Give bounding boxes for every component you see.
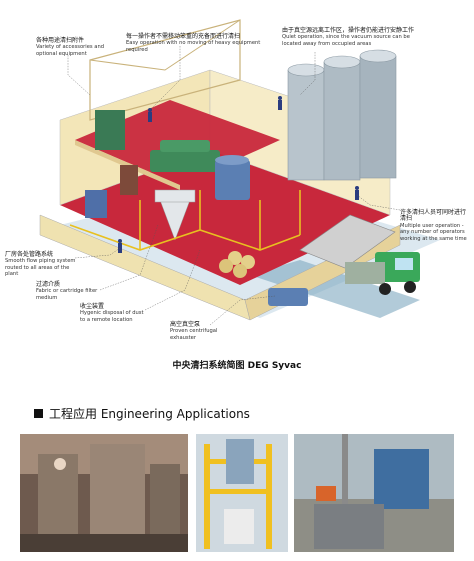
photo-outdoor-unit [294, 434, 454, 552]
callout-zh: 收尘装置 [80, 303, 105, 310]
callout-zh: 各种用途清扫附件 [36, 37, 85, 44]
section-heading: 工程应用 Engineering Applications [34, 405, 250, 422]
callout-multiple-users: 许多清扫人员可同时进行清扫 Multiple user operation - … [400, 209, 470, 242]
silo-group [287, 49, 397, 181]
callout-en: Easy operation with no moving of heavy e… [126, 40, 261, 53]
exhauster-unit [268, 288, 308, 306]
callout-lines [67, 46, 401, 326]
callout-en: Hygenic disposal of dust to a remote loc… [80, 310, 144, 323]
building-cutaway-illustration [39, 19, 440, 326]
callout-dust-disposal: 收尘装置 Hygenic disposal of dust to a remot… [80, 303, 150, 323]
bags [219, 251, 255, 278]
callout-piping: 厂房各处管路系统 Smooth flow piping system route… [5, 251, 77, 278]
callout-en: Quiet operation, since the vacuum source… [282, 34, 410, 47]
square-bullet-icon [34, 409, 43, 418]
callout-easy-operation: 每一操作者不需移动笨重的充备而进行清扫 Easy operation with … [126, 33, 276, 53]
callout-en: Proven centrifugal exhauster [170, 328, 218, 341]
callout-zh: 由于真空源远离工作区，操作者仍能进行安静工作 [282, 27, 415, 34]
callout-zh: 过滤介质 [36, 281, 61, 288]
truck [299, 214, 420, 295]
callout-zh: 许多清扫人员可同时进行清扫 [400, 209, 467, 223]
photo-bag-station [196, 434, 288, 552]
machinery [85, 110, 250, 241]
callout-exhauster: 高空真空泵 Proven centrifugal exhauster [170, 321, 230, 341]
callout-en: Multiple user operation - any number of … [400, 222, 467, 242]
callout-zh: 高空真空泵 [170, 321, 201, 328]
callout-en: Smooth flow piping system routed to all … [5, 258, 76, 278]
callout-accessories: 各种用途清扫附件 Variety of accessories and opti… [36, 37, 116, 57]
photo-plant-interior [20, 434, 188, 552]
callout-zh: 每一操作者不需移动笨重的充备而进行清扫 [126, 33, 241, 40]
callout-quiet-operation: 由于真空源远离工作区，操作者仍能进行安静工作 Quiet operation, … [282, 27, 422, 47]
piping [69, 190, 301, 251]
callout-en: Variety of accessories and optional equi… [36, 44, 105, 57]
callout-zh: 厂房各处管路系统 [5, 251, 54, 258]
figure-caption: 中央清扫系统简图 DEG Syvac [172, 361, 302, 371]
section-heading-text: 工程应用 Engineering Applications [49, 407, 250, 421]
callout-filter: 过滤介质 Fabric or cartridge filter medium [36, 281, 100, 301]
callout-en: Fabric or cartridge filter medium [36, 288, 98, 301]
